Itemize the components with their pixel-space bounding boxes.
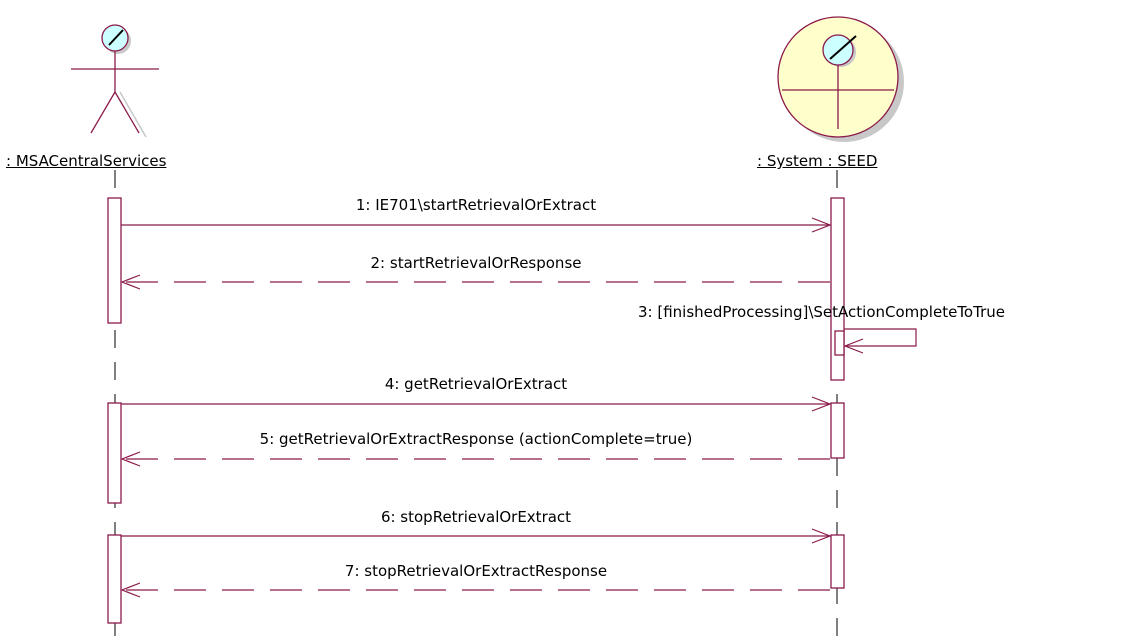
participant-label-system-seed: : System : SEED — [757, 152, 878, 170]
message-5-label: 5: getRetrievalOrExtractResponse (action… — [259, 430, 693, 448]
system-control-icon — [777, 16, 904, 142]
message-7-label: 7: stopRetrievalOrExtractResponse — [344, 562, 608, 580]
actor-icon — [71, 24, 159, 138]
message-4-label: 4: getRetrievalOrExtract — [384, 375, 568, 393]
activation-bar — [107, 534, 122, 624]
message-3-self-arrow — [844, 328, 917, 346]
message-1-label: 1: IE701\startRetrievalOrExtract — [355, 196, 597, 214]
activation-bar — [834, 330, 845, 356]
message-6-label: 6: stopRetrievalOrExtract — [380, 508, 572, 526]
message-3-label: 3: [finishedProcessing]\SetActionComplet… — [638, 303, 1005, 321]
message-2-label: 2: startRetrievalOrResponse — [370, 254, 582, 272]
participant-label-msacentralservices: : MSACentralServices — [6, 152, 167, 170]
activation-bar — [830, 534, 845, 589]
activation-bar — [830, 402, 845, 459]
activation-bar — [107, 197, 122, 324]
activation-bar — [107, 402, 122, 504]
